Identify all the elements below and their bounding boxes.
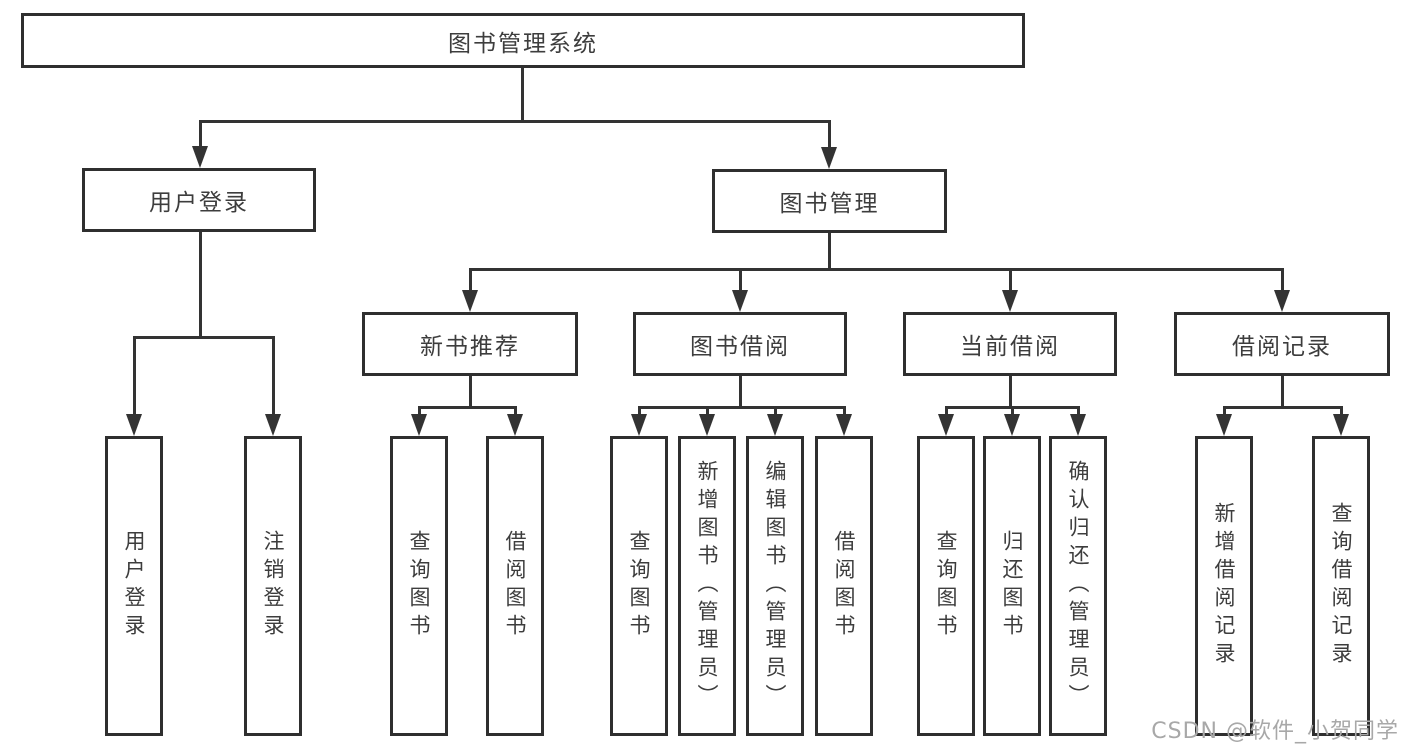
node-new-book-recommend: 新书推荐 — [362, 312, 578, 376]
node-label: 用户登录 — [122, 530, 146, 642]
node-label: 借阅图书 — [503, 530, 527, 642]
connector-line — [1011, 406, 1014, 416]
leaf-query-borrow-record: 查询借阅记录 — [1312, 436, 1370, 736]
arrow-down-icon — [1004, 414, 1020, 436]
connector-line — [133, 336, 136, 416]
connector-line — [521, 68, 524, 120]
connector-line — [828, 233, 831, 268]
node-label: 查询借阅记录 — [1329, 502, 1353, 670]
arrow-down-icon — [821, 147, 837, 169]
leaf-confirm-return-admin: 确认归还（管理员） — [1049, 436, 1107, 736]
connector-line — [418, 406, 517, 409]
connector-line — [418, 406, 421, 416]
leaf-add-borrow-record: 新增借阅记录 — [1195, 436, 1253, 736]
connector-line — [828, 120, 831, 149]
connector-line — [843, 406, 846, 416]
connector-line — [1009, 268, 1012, 292]
leaf-user-login: 用户登录 — [105, 436, 163, 736]
arrow-down-icon — [1274, 290, 1290, 312]
connector-line — [739, 376, 742, 406]
leaf-borrow-books: 借阅图书 — [815, 436, 873, 736]
node-label: 查询图书 — [407, 530, 431, 642]
node-label: 新增图书（管理员） — [695, 460, 719, 712]
connector-line — [1340, 406, 1343, 416]
arrow-down-icon — [507, 414, 523, 436]
node-borrow-records: 借阅记录 — [1174, 312, 1390, 376]
node-library-system: 图书管理系统 — [21, 13, 1025, 68]
node-label: 查询图书 — [934, 530, 958, 642]
node-label: 借阅图书 — [832, 530, 856, 642]
arrow-down-icon — [265, 414, 281, 436]
connector-line — [469, 376, 472, 406]
connector-line — [469, 268, 1284, 271]
arrow-down-icon — [767, 414, 783, 436]
connector-line — [945, 406, 948, 416]
connector-line — [739, 268, 742, 292]
connector-line — [133, 336, 274, 339]
arrow-down-icon — [1070, 414, 1086, 436]
arrow-down-icon — [732, 290, 748, 312]
arrow-down-icon — [411, 414, 427, 436]
node-book-management: 图书管理 — [712, 169, 947, 233]
leaf-query-books-borrow: 查询图书 — [610, 436, 668, 736]
connector-line — [638, 406, 845, 409]
node-user-login: 用户登录 — [82, 168, 316, 232]
arrow-down-icon — [192, 146, 208, 168]
watermark: CSDN @软件_小贺同学 — [1151, 719, 1399, 744]
leaf-borrow-books-recommend: 借阅图书 — [486, 436, 544, 736]
node-label: 图书借阅 — [690, 334, 790, 360]
node-label: 借阅记录 — [1232, 334, 1332, 360]
connector-line — [469, 268, 472, 292]
connector-line — [514, 406, 517, 416]
arrow-down-icon — [1216, 414, 1232, 436]
connector-line — [1223, 406, 1226, 416]
arrow-down-icon — [631, 414, 647, 436]
node-current-borrow: 当前借阅 — [903, 312, 1117, 376]
connector-line — [199, 120, 202, 148]
node-book-borrow: 图书借阅 — [633, 312, 847, 376]
node-label: 确认归还（管理员） — [1066, 460, 1090, 712]
leaf-return-book: 归还图书 — [983, 436, 1041, 736]
arrow-down-icon — [1002, 290, 1018, 312]
node-label: 归还图书 — [1000, 530, 1024, 642]
leaf-add-book-admin: 新增图书（管理员） — [678, 436, 736, 736]
leaf-logout: 注销登录 — [244, 436, 302, 736]
leaf-query-books-current: 查询图书 — [917, 436, 975, 736]
node-label: 当前借阅 — [960, 334, 1060, 360]
connector-line — [706, 406, 709, 416]
node-label: 图书管理 — [779, 191, 880, 217]
arrow-down-icon — [126, 414, 142, 436]
connector-line — [774, 406, 777, 416]
connector-line — [272, 336, 275, 416]
arrow-down-icon — [1333, 414, 1349, 436]
node-label: 查询图书 — [627, 530, 651, 642]
connector-line — [199, 120, 831, 123]
connector-line — [638, 406, 641, 416]
arrow-down-icon — [836, 414, 852, 436]
connector-line — [1009, 376, 1012, 406]
connector-line — [1223, 406, 1342, 409]
node-label: 新书推荐 — [420, 334, 520, 360]
leaf-query-books-recommend: 查询图书 — [390, 436, 448, 736]
arrow-down-icon — [938, 414, 954, 436]
node-label: 新增借阅记录 — [1212, 502, 1236, 670]
connector-line — [1281, 268, 1284, 292]
node-label: 编辑图书（管理员） — [763, 460, 787, 712]
leaf-edit-book-admin: 编辑图书（管理员） — [746, 436, 804, 736]
node-label: 注销登录 — [261, 530, 285, 642]
connector-line — [199, 232, 202, 336]
arrow-down-icon — [462, 290, 478, 312]
connector-line — [1281, 376, 1284, 406]
arrow-down-icon — [699, 414, 715, 436]
node-label: 用户登录 — [149, 190, 249, 216]
node-label: 图书管理系统 — [448, 30, 598, 57]
connector-line — [1077, 406, 1080, 416]
